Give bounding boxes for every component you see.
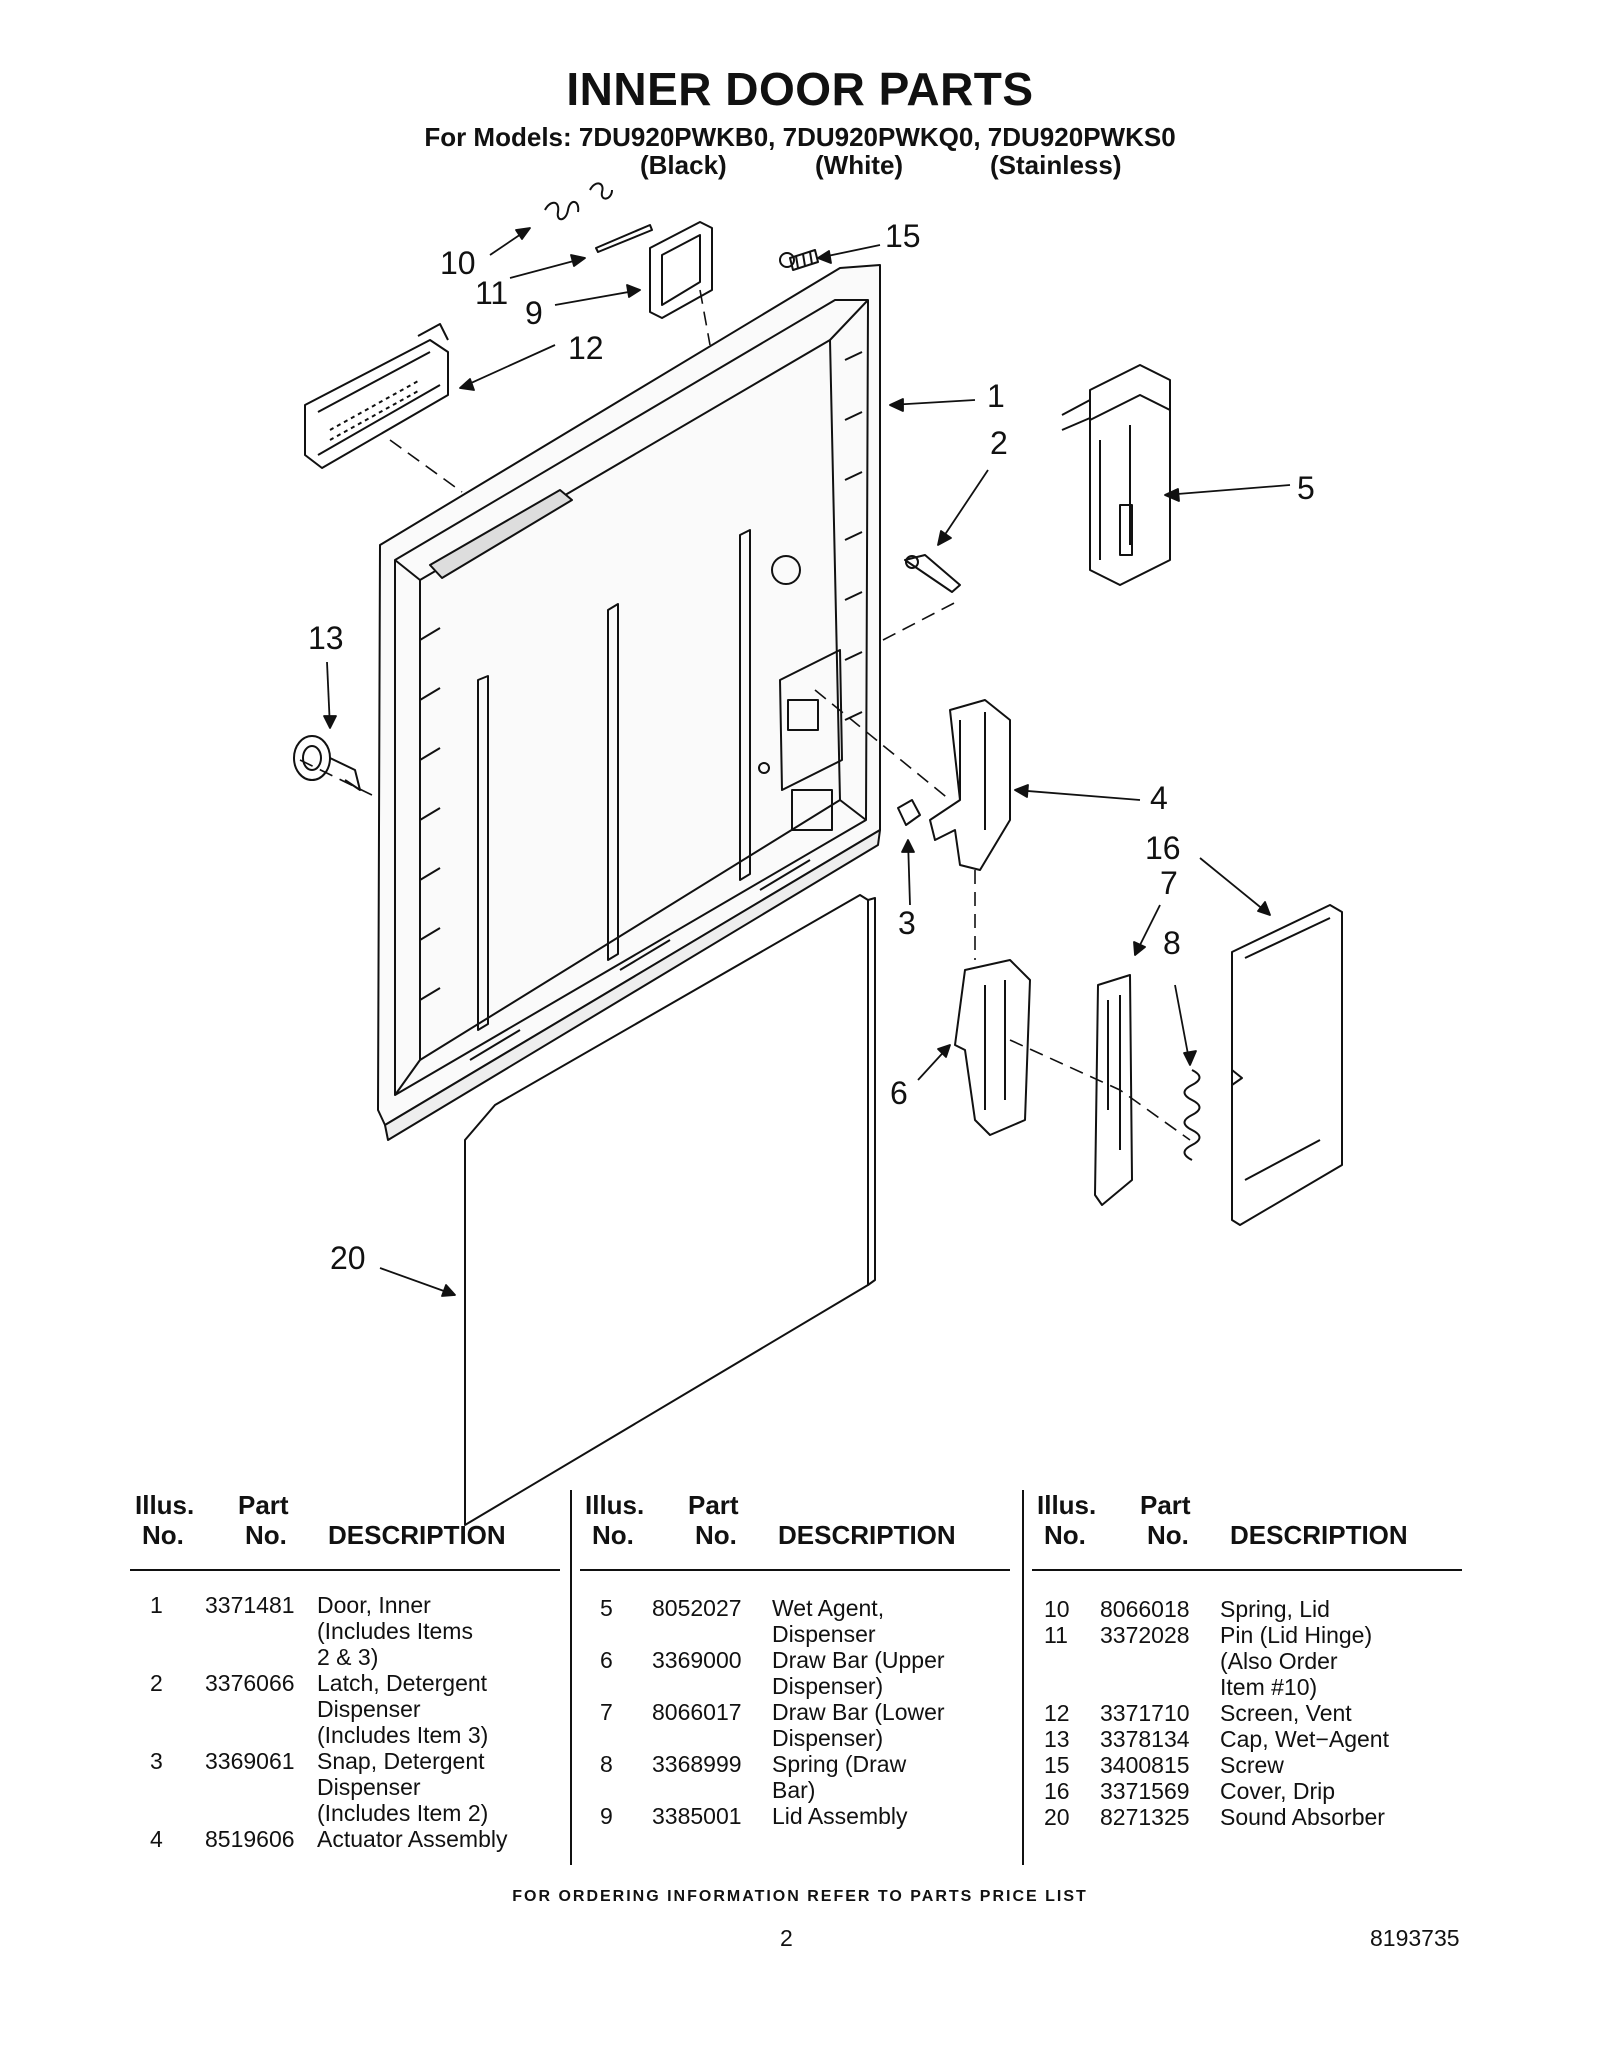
- inner-door-part: [377, 264, 881, 1141]
- header-part-no: No.: [695, 1520, 737, 1550]
- callout-13: 13: [308, 620, 344, 656]
- page-title: INNER DOOR PARTS: [566, 63, 1034, 115]
- variant-stainless: (Stainless): [990, 150, 1122, 180]
- parts-column-2: Illus. No. Part No. DESCRIPTION 5 805202…: [580, 1490, 1010, 1870]
- actuator-assembly-part: [929, 699, 1011, 871]
- callout-8: 8: [1163, 925, 1181, 961]
- header-part: Part: [238, 1490, 289, 1520]
- lid-spring-part: [544, 182, 613, 221]
- header-rule: [580, 1569, 1010, 1571]
- callout-4: 4: [1150, 780, 1168, 816]
- callout-7: 7: [1160, 865, 1178, 901]
- callout-11: 11: [475, 275, 509, 311]
- draw-bar-upper-part: [954, 959, 1031, 1136]
- drawbar-spring-part: [1183, 1069, 1201, 1161]
- lid-pin-part: [595, 224, 653, 253]
- parts-column-3: Illus. No. Part No. DESCRIPTION 10 80660…: [1032, 1490, 1462, 1870]
- variant-white: (White): [815, 150, 904, 180]
- header-rule: [1032, 1569, 1462, 1571]
- vent-screen-part: [304, 323, 449, 469]
- models-line: For Models: 7DU920PWKB0, 7DU920PWKQ0, 7D…: [424, 122, 1176, 152]
- header-illus-no: No.: [142, 1520, 184, 1550]
- column-divider: [570, 1490, 572, 1865]
- document-number: 8193735: [1370, 1925, 1460, 1951]
- callout-16: 16: [1145, 830, 1181, 866]
- header-part: Part: [688, 1490, 739, 1520]
- callout-3: 3: [898, 905, 916, 941]
- callout-12: 12: [568, 330, 604, 366]
- variant-black: (Black): [640, 150, 727, 180]
- wet-agent-dispenser-part: [1061, 364, 1171, 586]
- header-illus-no: No.: [1044, 1520, 1086, 1550]
- ordering-note: FOR ORDERING INFORMATION REFER TO PARTS …: [512, 1888, 1088, 1905]
- callout-2: 2: [990, 425, 1008, 461]
- header-description: DESCRIPTION: [1230, 1520, 1408, 1550]
- callout-1: 1: [987, 378, 1005, 414]
- callout-6: 6: [890, 1075, 908, 1111]
- draw-bar-lower-part: [1094, 974, 1133, 1206]
- callout-9: 9: [525, 295, 543, 331]
- header-illus: Illus.: [1037, 1490, 1097, 1520]
- callout-5: 5: [1297, 470, 1315, 506]
- callout-15: 15: [885, 218, 921, 254]
- detergent-latch-part: [904, 554, 961, 593]
- parts-column-1: Illus. No. Part No. DESCRIPTION 1 337148…: [130, 1490, 560, 1870]
- header-illus-no: No.: [592, 1520, 634, 1550]
- exploded-parts-diagram: [293, 182, 1343, 1526]
- screw-part: [779, 249, 819, 271]
- header-rule: [130, 1569, 560, 1571]
- parts-list: Illus. No. Part No. DESCRIPTION 1 337148…: [130, 1490, 1470, 1870]
- sound-absorber-part: [464, 894, 876, 1526]
- lid-assembly-part: [649, 221, 713, 319]
- header-part-no: No.: [1147, 1520, 1189, 1550]
- page-number: 2: [780, 1925, 793, 1951]
- header-illus: Illus.: [585, 1490, 645, 1520]
- header-illus: Illus.: [135, 1490, 195, 1520]
- snap-part: [897, 799, 921, 826]
- header-description: DESCRIPTION: [778, 1520, 956, 1550]
- header-part-no: No.: [245, 1520, 287, 1550]
- header-part: Part: [1140, 1490, 1191, 1520]
- wet-agent-cap-part: [293, 735, 361, 791]
- header-description: DESCRIPTION: [328, 1520, 506, 1550]
- callout-20: 20: [330, 1240, 366, 1276]
- column-divider: [1022, 1490, 1024, 1865]
- drip-cover-part: [1231, 904, 1343, 1226]
- callout-10: 10: [440, 245, 476, 281]
